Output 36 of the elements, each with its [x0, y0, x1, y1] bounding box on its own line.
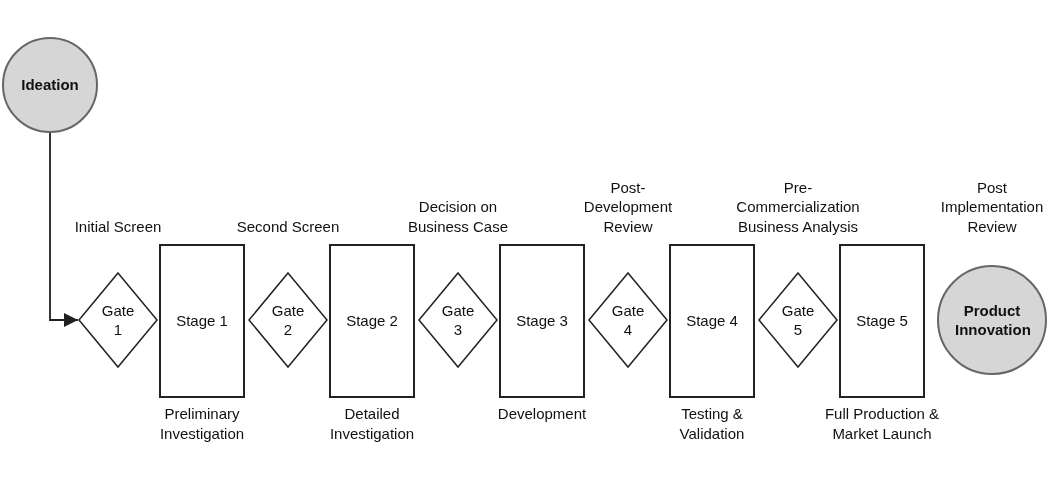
process-circle — [2, 37, 98, 133]
stage-label: Stage 3 — [516, 311, 568, 331]
stage-caption: Preliminary Investigation — [158, 404, 246, 443]
gate-caption: Post Implementation Review — [939, 177, 1045, 236]
gate-diamond — [78, 272, 158, 368]
gate-caption: Decision on Business Case — [406, 197, 510, 236]
gate-label: Gate 1 — [100, 300, 136, 340]
stage-box — [329, 244, 415, 398]
gate-caption: Pre-Commercialization Business Analysis — [735, 177, 861, 236]
stage-caption: Detailed Investigation — [328, 404, 416, 443]
circle-label: Ideation — [21, 75, 79, 95]
stage-label: Stage 4 — [686, 311, 738, 331]
stage-caption: Testing & Validation — [678, 404, 746, 443]
stage-label: Stage 1 — [176, 311, 228, 331]
stage-box — [669, 244, 755, 398]
gate-diamond — [418, 272, 498, 368]
gate-caption: Second Screen — [235, 216, 341, 236]
stage-caption: Full Production & Market Launch — [823, 404, 941, 443]
stage-label: Stage 5 — [856, 311, 908, 331]
process-circle — [937, 265, 1047, 375]
gate-label: Gate 5 — [780, 300, 816, 340]
gate-diamond — [758, 272, 838, 368]
gate-caption: Initial Screen — [73, 216, 163, 236]
stage-box — [499, 244, 585, 398]
stage-box — [839, 244, 925, 398]
gate-diamond — [248, 272, 328, 368]
gate-caption: Post-Development Review — [582, 177, 674, 236]
stage-box — [159, 244, 245, 398]
arrow — [49, 132, 79, 328]
gate-diamond — [588, 272, 668, 368]
gate-label: Gate 4 — [610, 300, 646, 340]
gate-label: Gate 3 — [440, 300, 476, 340]
circle-label: Product Innovation — [955, 300, 1029, 340]
stage-label: Stage 2 — [346, 311, 398, 331]
stage-caption: Development — [496, 404, 588, 424]
gate-label: Gate 2 — [270, 300, 306, 340]
